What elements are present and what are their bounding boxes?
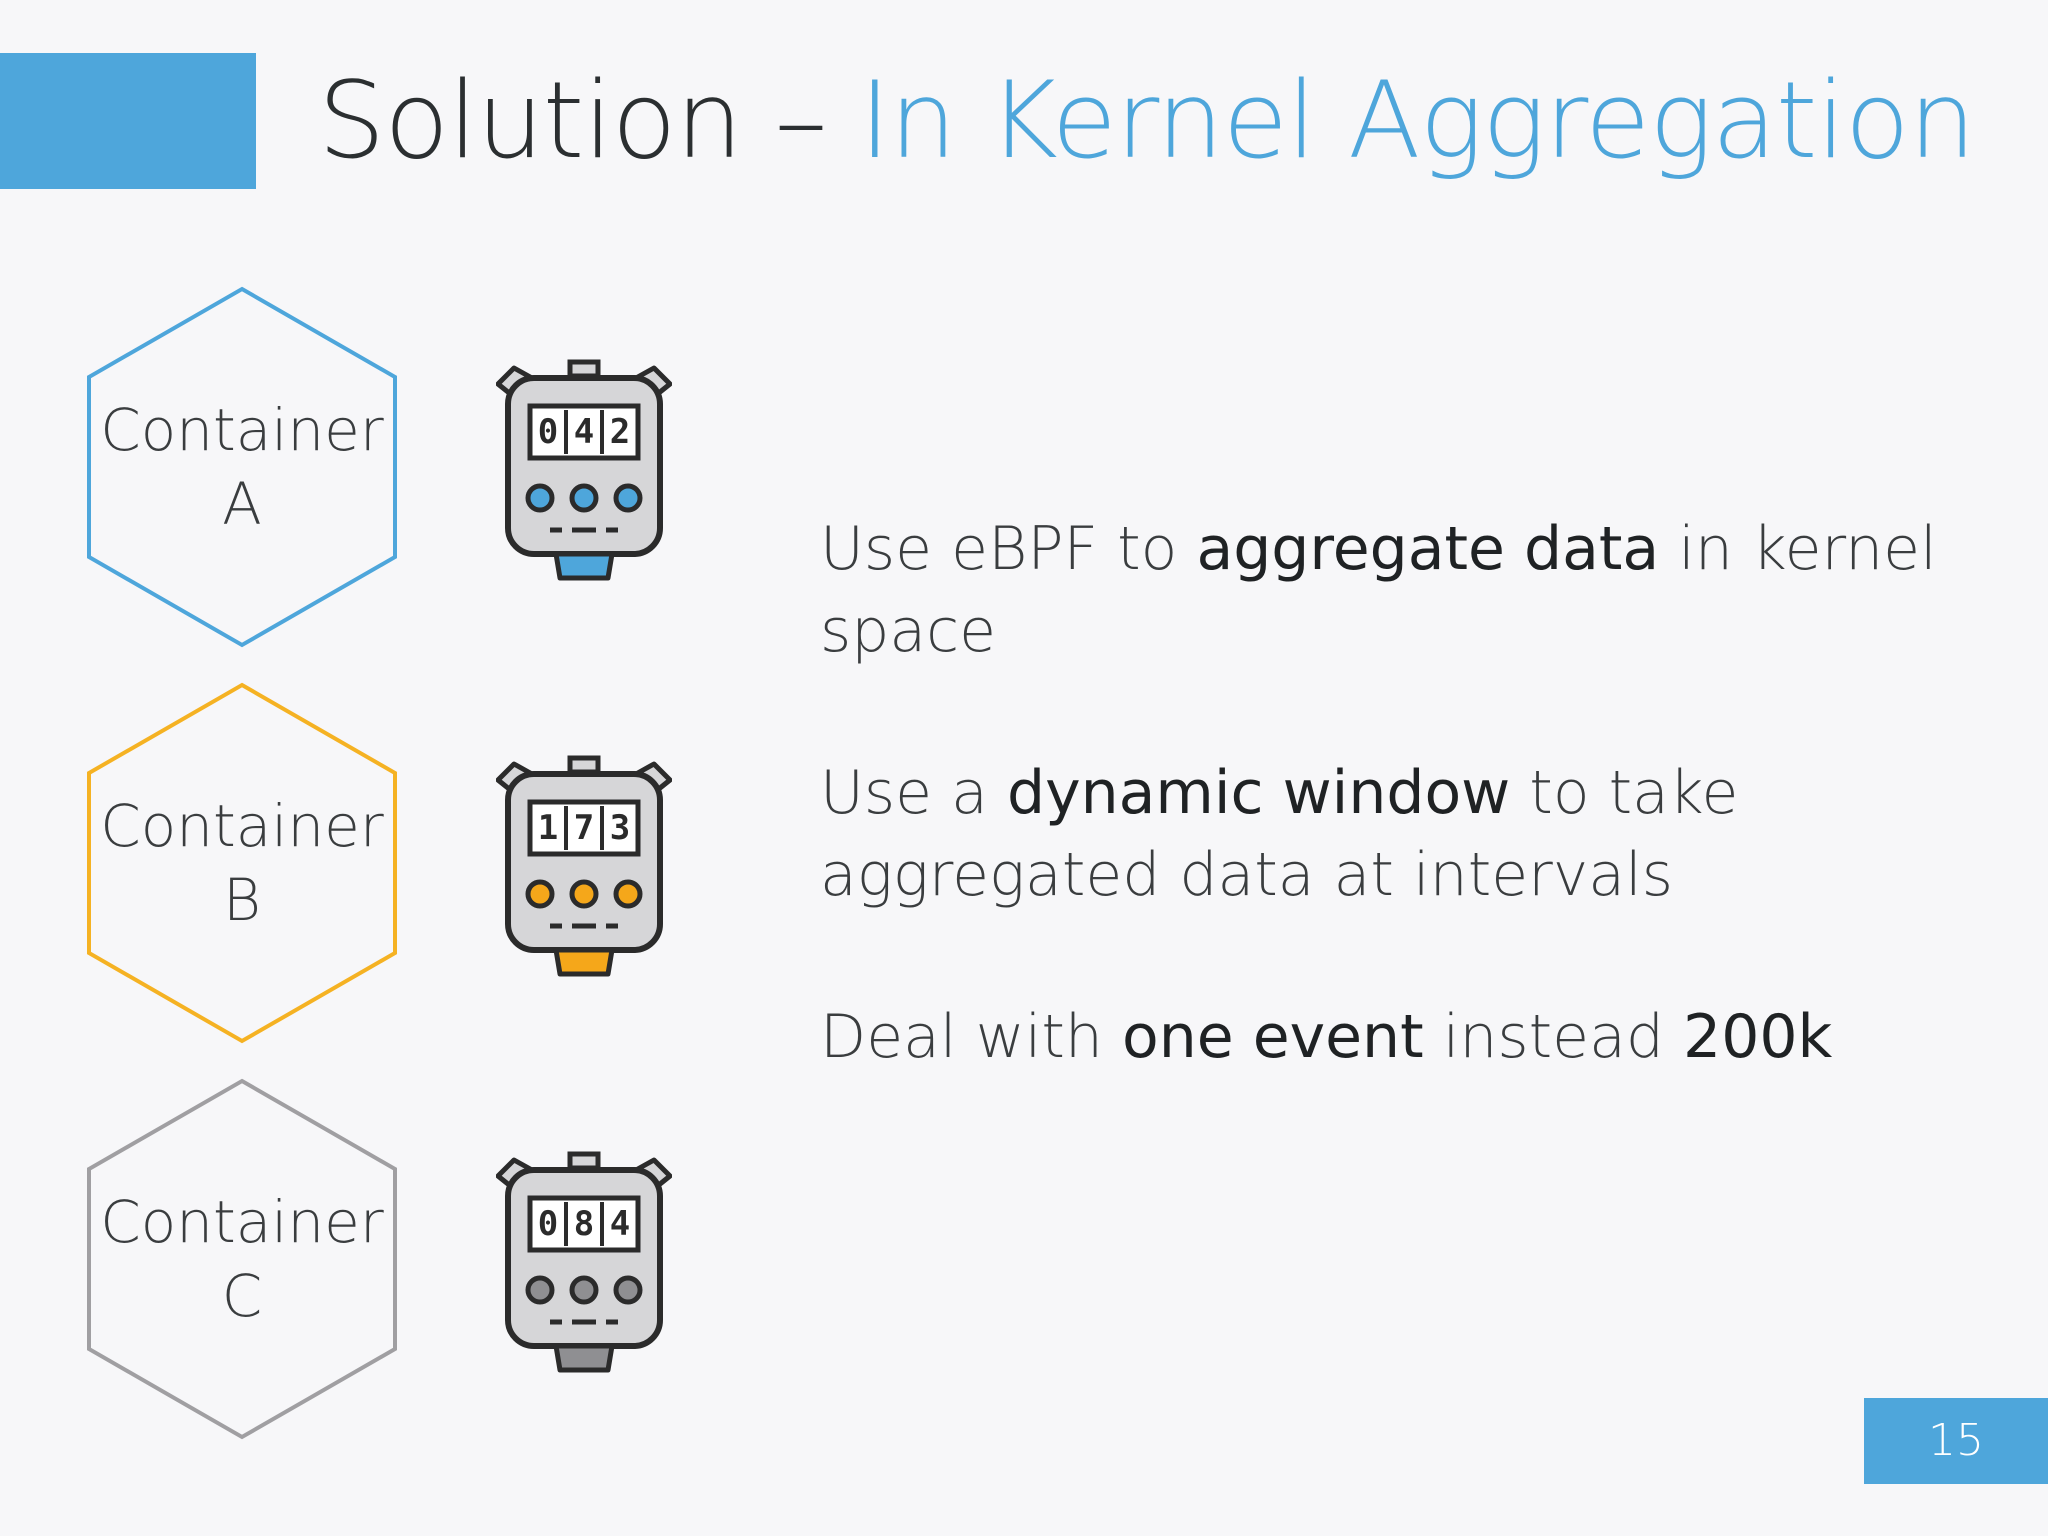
meter-a: 0 4 2 <box>496 356 672 582</box>
page-number: 15 <box>1864 1398 2048 1484</box>
container-b-letter: B <box>223 866 261 934</box>
bullet-item: Deal with one event instead 200k <box>820 1002 1833 1072</box>
bullet-item: Use a dynamic window to take aggregated … <box>820 758 1739 910</box>
bullet-list: Use eBPF to aggregate data in kernel spa… <box>820 508 1970 1158</box>
meter-icon <box>496 755 672 977</box>
title-accent: In Kernel Aggregation <box>859 59 1976 182</box>
bullet-item: Use eBPF to aggregate data in kernel spa… <box>820 514 1937 666</box>
hexagon-icon <box>87 682 397 1044</box>
meter-c-digit-3: 4 <box>609 1204 631 1244</box>
container-c-letter: C <box>221 1262 263 1330</box>
meter-a-digit-1: 0 <box>537 412 559 452</box>
slide-title: Solution – In Kernel Aggregation <box>318 58 1976 184</box>
meter-a-digit-3: 2 <box>609 412 631 452</box>
container-a-hexagon: Container A <box>86 286 398 648</box>
meter-c: 0 8 4 <box>496 1148 672 1374</box>
hexagon-icon <box>87 286 397 648</box>
container-c-hexagon: Container C <box>86 1078 398 1440</box>
container-c-label: Container <box>100 1188 384 1256</box>
meter-c-digit-2: 8 <box>573 1204 595 1244</box>
hexagon-icon <box>87 1078 397 1440</box>
container-b-label: Container <box>100 792 384 860</box>
meter-b-digit-2: 7 <box>573 808 595 848</box>
meter-icon <box>496 359 672 581</box>
title-prefix: Solution – <box>318 59 860 182</box>
meter-icon <box>496 1151 672 1373</box>
meter-b-digit-3: 3 <box>609 808 631 848</box>
meter-b-digit-1: 1 <box>537 808 559 848</box>
container-b-hexagon: Container B <box>86 682 398 1044</box>
container-a-letter: A <box>222 470 262 538</box>
container-a-label: Container <box>100 396 384 464</box>
meter-a-digit-2: 4 <box>573 412 595 452</box>
meter-b: 1 7 3 <box>496 752 672 978</box>
title-accent-bar <box>0 53 256 189</box>
meter-c-digit-1: 0 <box>537 1204 559 1244</box>
